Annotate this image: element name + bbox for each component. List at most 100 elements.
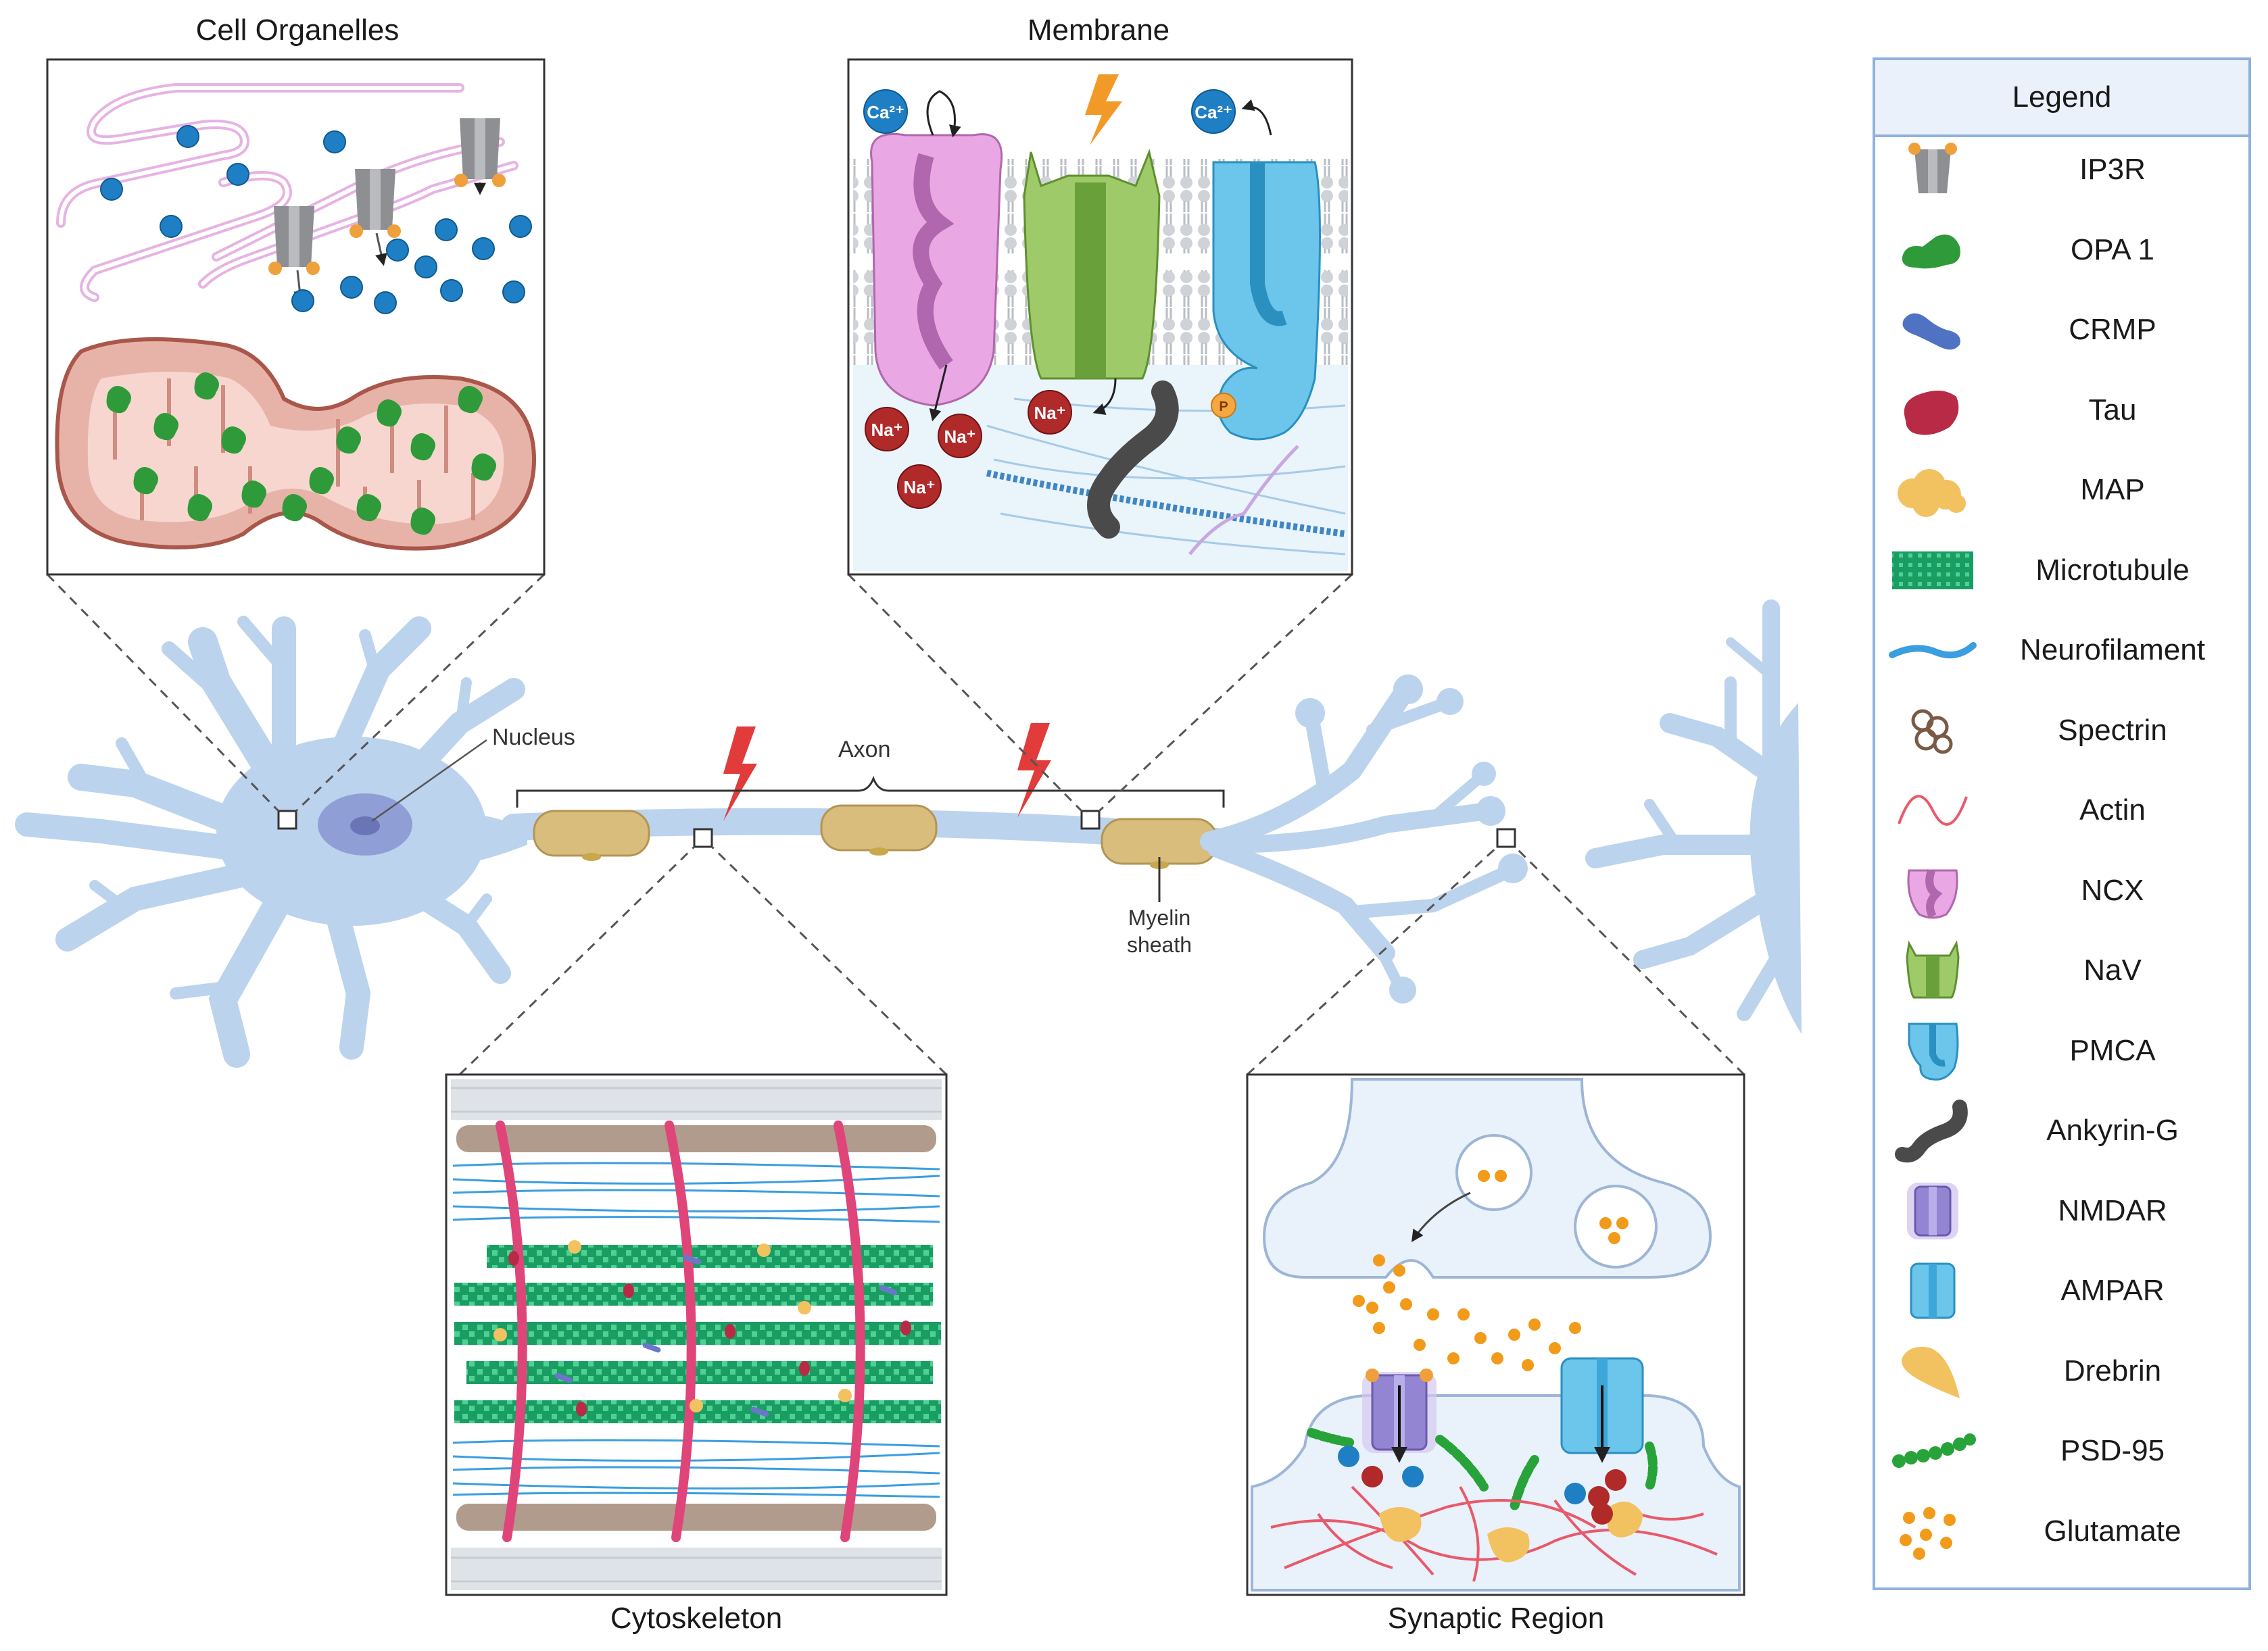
sodium-label: Na⁺	[944, 426, 976, 447]
zoom-lines	[46, 573, 1745, 1076]
legend-label: Actin	[2079, 793, 2146, 827]
pmca-icon	[1875, 1014, 1990, 1088]
axon-label: Axon	[838, 737, 891, 762]
legend-label: Tau	[2088, 393, 2137, 426]
ankyrin-g-icon	[1875, 1093, 1990, 1168]
legend-label: Spectrin	[2058, 713, 2167, 747]
sodium-label: Na⁺	[904, 477, 936, 497]
legend-label: PSD-95	[2060, 1434, 2165, 1467]
spectrin-icon	[1875, 693, 1990, 768]
nucleus-pointer	[371, 739, 487, 822]
membrane-ions: Ca²⁺ Ca²⁺ Na⁺ Na⁺ Na⁺ Na⁺ P	[863, 89, 1236, 509]
microtubule-associated-proteins	[493, 1240, 911, 1417]
legend-label: NCX	[2081, 873, 2144, 907]
postsynaptic-neuron	[1585, 599, 1802, 1034]
nav-icon	[1875, 933, 1990, 1008]
actin-filaments	[496, 1120, 865, 1542]
ncx-channel	[870, 132, 1003, 407]
neurofilament-icon	[1875, 613, 1990, 687]
neuron	[15, 573, 1802, 1076]
panel-title-synaptic: Synaptic Region	[1387, 1602, 1605, 1635]
drebrin	[1379, 1502, 1643, 1562]
myelin-label: Myelin sheath	[1126, 906, 1192, 957]
legend-item: NaV	[1875, 933, 2248, 1008]
legend-item: Spectrin	[1875, 693, 2248, 768]
legend-item: Neurofilament	[1875, 613, 2248, 687]
synaptic-panel	[1246, 1073, 1745, 1596]
lightning-icon	[723, 726, 757, 821]
spectrin-rows	[456, 1125, 936, 1531]
legend-item: Ankyrin-G	[1875, 1093, 2248, 1168]
legend-label: AMPAR	[2060, 1274, 2165, 1307]
ip3r-channels	[268, 118, 506, 303]
legend-label: OPA 1	[2071, 232, 2154, 266]
legend-label: Microtubule	[2035, 553, 2190, 587]
synaptic-vesicle-glutamate	[1478, 1170, 1628, 1244]
myelin-sheaths	[533, 804, 1218, 869]
action-potential-icons	[723, 723, 1051, 821]
ankyrin-g	[1087, 380, 1179, 539]
legend-item: Tau	[1875, 373, 2248, 447]
nucleus-label: Nucleus	[492, 724, 575, 750]
panel-title-cytoskeleton: Cytoskeleton	[610, 1602, 783, 1635]
sodium-label: Na⁺	[871, 420, 903, 440]
axon-terminals	[1200, 679, 1514, 992]
legend-label: Neurofilament	[2020, 633, 2205, 666]
panel-title-organelles: Cell Organelles	[195, 14, 400, 47]
legend-label: Glutamate	[2044, 1514, 2181, 1548]
tau-icon	[1875, 373, 1990, 447]
legend-item: PMCA	[1875, 1014, 2248, 1088]
legend-item: CRMP	[1875, 293, 2248, 367]
calcium-ions	[100, 125, 532, 314]
legend-label: Drebrin	[2063, 1354, 2162, 1387]
legend-item: PSD-95	[1875, 1414, 2248, 1488]
legend-label: PMCA	[2069, 1033, 2156, 1067]
legend-label: NaV	[2083, 954, 2142, 987]
membrane-panel: Ca²⁺ Ca²⁺ Na⁺ Na⁺ Na⁺ Na⁺ P	[847, 58, 1353, 576]
legend-title: Legend	[1875, 60, 2248, 137]
drebrin-icon	[1875, 1334, 1990, 1408]
actin-icon	[1875, 773, 1990, 847]
zoom-markers	[277, 810, 1516, 848]
legend-label: IP3R	[2079, 153, 2146, 186]
organelles-panel	[46, 58, 546, 576]
microtubule-icon	[1875, 533, 1990, 608]
sodium-label: Na⁺	[1034, 403, 1066, 423]
legend-label: NMDAR	[2058, 1193, 2167, 1227]
legend-label: MAP	[2080, 473, 2145, 506]
dendrites-left	[15, 616, 525, 1068]
lightning-icon	[1017, 723, 1051, 818]
map-icon	[1875, 453, 1990, 527]
axon-bracket	[516, 775, 1225, 808]
ampar-receptor	[1560, 1357, 1644, 1463]
opa1-proteins	[106, 372, 496, 535]
legend-item: NCX	[1875, 854, 2248, 928]
legend-item: Microtubule	[1875, 533, 2248, 608]
legend-label: Ankyrin-G	[2046, 1114, 2179, 1147]
ip3r-icon	[1875, 132, 1990, 207]
legend-item: Glutamate	[1875, 1494, 2248, 1569]
panel-title-membrane: Membrane	[1027, 14, 1170, 47]
nmdar-receptor	[1362, 1369, 1437, 1463]
glutamate-icon	[1875, 1494, 1990, 1569]
released-glutamate	[1353, 1254, 1581, 1371]
crmp-icon	[1875, 293, 1990, 367]
ncx-icon	[1875, 854, 1990, 928]
cytoskeleton-panel	[445, 1073, 948, 1596]
legend-item: OPA 1	[1875, 213, 2248, 287]
postsynaptic-density	[1251, 1394, 1741, 1592]
legend-item: IP3R	[1875, 132, 2248, 207]
legend-item: NMDAR	[1875, 1174, 2248, 1248]
depolarization-icon	[1085, 74, 1122, 145]
nmdar-icon	[1875, 1174, 1990, 1248]
legend-item: Actin	[1875, 773, 2248, 847]
legend-item: Drebrin	[1875, 1334, 2248, 1408]
legend-item: MAP	[1875, 453, 2248, 527]
legend-label: CRMP	[2069, 313, 2156, 346]
legend-item: AMPAR	[1875, 1254, 2248, 1328]
opa1-icon	[1875, 213, 1990, 287]
synaptic-ions	[1338, 1446, 1626, 1525]
calcium-label: Ca²⁺	[1195, 102, 1232, 122]
